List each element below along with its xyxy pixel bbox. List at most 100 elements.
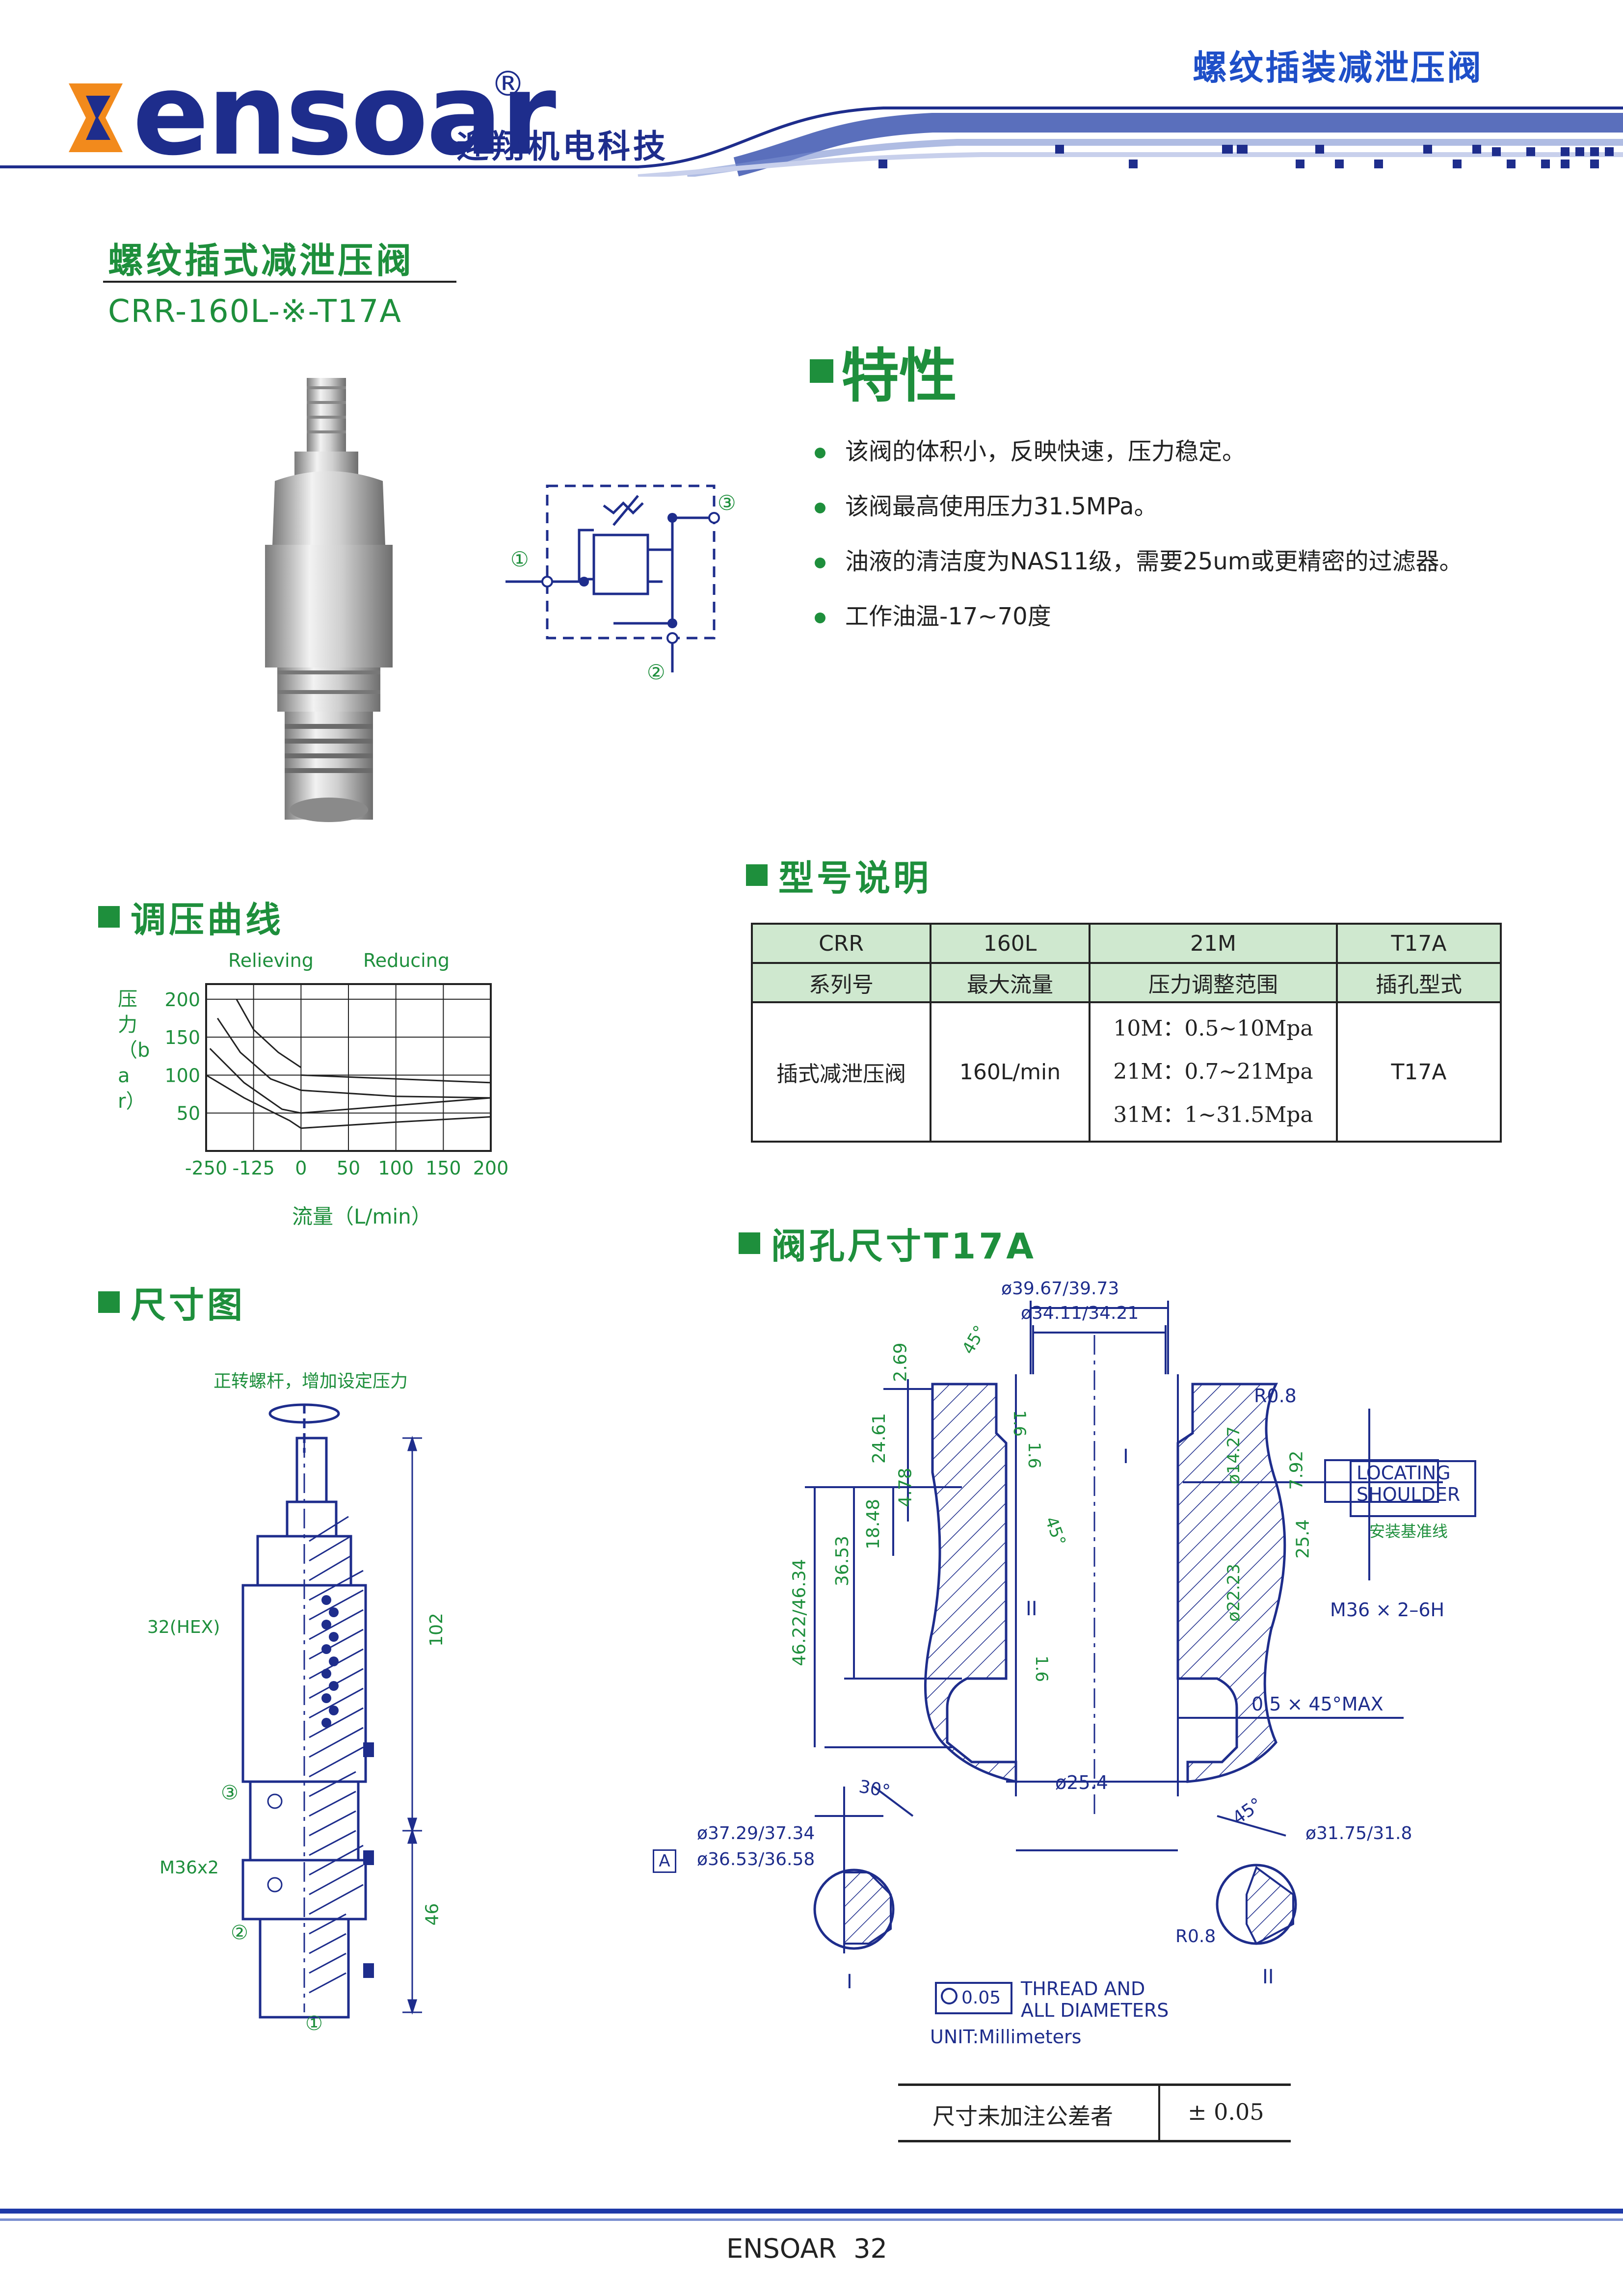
- dimension-title: 尺寸图: [98, 1276, 245, 1328]
- cav-f16-b: 1.6: [1024, 1442, 1044, 1469]
- curve-line-5: [301, 1074, 491, 1084]
- cavity-drawing: [805, 1301, 1443, 1851]
- dim-102: 102: [426, 1613, 447, 1647]
- brand-name: ensoar: [133, 50, 556, 181]
- tolerance-table: 尺寸未加注公差者 ± 0.05: [898, 2083, 1291, 2142]
- feature-item-3: 油液的清洁度为NAS11级，需要25um或更精密的过滤器。: [815, 542, 1463, 576]
- cav-269: 2.69: [890, 1342, 911, 1382]
- detail-roman-1: I: [847, 1971, 852, 1993]
- cavity-title: 阀孔尺寸T17A: [739, 1217, 1037, 1269]
- cav-3653: 36.53: [832, 1535, 853, 1587]
- x-tick-label: 100: [378, 1157, 414, 1179]
- x-tick-label: 150: [426, 1157, 461, 1179]
- category-title: 螺纹插装减泄压阀: [1193, 48, 1483, 88]
- registered-mark: ®: [491, 64, 525, 104]
- label-cavity: 插孔型式: [1336, 962, 1502, 1003]
- symbol-port-3: ③: [718, 491, 736, 515]
- curve-line-1: [236, 999, 302, 1068]
- curve-line-4: [206, 1074, 302, 1129]
- feature-item-4: 工作油温-17~70度: [815, 597, 1051, 631]
- dim-port-2: ②: [231, 1922, 248, 1944]
- bullet-icon: [815, 503, 825, 513]
- cav-d1: ø39.67/39.73: [1001, 1279, 1119, 1299]
- dim-note: 正转螺杆，增加设定压力: [213, 1371, 408, 1391]
- cav-f16-a: 1.6: [1010, 1410, 1030, 1437]
- value-name: 插式减泄压阀: [751, 1001, 931, 1143]
- symbol-port-2: ②: [647, 660, 665, 684]
- x-tick-label: 0: [295, 1157, 307, 1179]
- tolerance-divider: [1158, 2086, 1160, 2140]
- cav-2461: 24.61: [869, 1413, 890, 1464]
- curve-line-6: [301, 1116, 491, 1129]
- features-title: 特性: [810, 329, 957, 413]
- y-tick-label: 150: [164, 1027, 200, 1048]
- header-banner: [0, 83, 1623, 177]
- cav-d1427: ø14.27: [1224, 1426, 1244, 1485]
- dim-port-3: ③: [221, 1782, 239, 1804]
- detail-a2: ø36.53/36.58: [697, 1849, 815, 1869]
- model-title: 型号说明: [746, 849, 931, 901]
- curve-line-2: [216, 1017, 491, 1099]
- square-bullet-icon: [98, 1291, 120, 1313]
- curve-label-reducing: Reducing: [363, 950, 450, 971]
- dim-port-1: ①: [305, 2012, 323, 2035]
- x-tick-label: -250: [185, 1157, 227, 1179]
- bullet-icon: [815, 613, 825, 623]
- dim-hex: 32(HEX): [147, 1617, 220, 1637]
- y-tick-label: 200: [164, 989, 200, 1011]
- cav-d2: ø34.11/34.21: [1021, 1303, 1139, 1323]
- label-pressure: 压力调整范围: [1089, 962, 1338, 1003]
- square-bullet-icon: [98, 906, 120, 928]
- cav-f16-c: 1.6: [1032, 1655, 1052, 1682]
- value-cavity: T17A: [1336, 1001, 1502, 1143]
- footer-text: ENSOAR 32: [726, 2233, 887, 2264]
- product-photo: [265, 378, 393, 822]
- product-title: 螺纹插式减泄压阀: [108, 240, 415, 281]
- curve-line-3: [209, 1048, 491, 1114]
- label-flow: 最大流量: [930, 962, 1091, 1003]
- model-table: CRR 160L 21M T17A 系列号 最大流量 压力调整范围 插孔型式 插…: [751, 923, 1502, 1143]
- datum-a: A: [653, 1849, 676, 1873]
- value-flow: 160L/min: [930, 1001, 1091, 1143]
- cav-1848: 18.48: [863, 1498, 884, 1550]
- footer-rule-thin: [0, 2218, 1623, 2221]
- x-tick-label: 50: [337, 1157, 360, 1179]
- x-tick-label: -125: [233, 1157, 275, 1179]
- code-series: CRR: [751, 923, 931, 964]
- curve-label-relieving: Relieving: [228, 950, 314, 971]
- cavity-details: [813, 1786, 1297, 1953]
- title-rule: [103, 281, 456, 283]
- x-tick-label: 200: [473, 1157, 509, 1179]
- cav-locating-cn: 安装基准线: [1369, 1522, 1448, 1541]
- logo-icon: [69, 83, 123, 152]
- cav-roman-2: II: [1026, 1598, 1038, 1620]
- concentricity-box: 0.05: [935, 1982, 1012, 2014]
- company-name: 迎翔机电科技: [456, 128, 668, 165]
- cav-792: 7.92: [1286, 1450, 1307, 1490]
- curve-ylabel: 压力（bar）: [118, 988, 150, 1113]
- cav-d2223: ø22.23: [1224, 1563, 1244, 1622]
- footer-rule: [0, 2209, 1623, 2214]
- dim-thread: M36x2: [160, 1858, 219, 1878]
- code-flow: 160L: [930, 923, 1091, 964]
- feature-item-1: 该阀的体积小，反映快速，压力稳定。: [815, 432, 1246, 466]
- product-model: CRR-160L-※-T17A: [108, 294, 402, 330]
- concentricity-icon: [941, 1988, 958, 2004]
- cav-254v: 25.4: [1293, 1519, 1313, 1559]
- code-pressure: 21M: [1089, 923, 1338, 964]
- cav-d254: ø25.4: [1055, 1772, 1108, 1793]
- dim-46: 46: [422, 1903, 443, 1926]
- y-tick-label: 50: [177, 1103, 200, 1124]
- cav-chamfer: 0.5 × 45°MAX: [1251, 1693, 1384, 1715]
- tolerance-value: ± 0.05: [1188, 2099, 1264, 2125]
- bullet-icon: [815, 448, 825, 458]
- label-series: 系列号: [751, 962, 931, 1003]
- square-bullet-icon: [810, 359, 833, 383]
- detail-roman-2: II: [1262, 1966, 1274, 1988]
- detail-a1: ø37.29/37.34: [697, 1823, 815, 1843]
- unit-note: UNIT:Millimeters: [930, 2026, 1082, 2048]
- hydraulic-symbol: [506, 484, 720, 672]
